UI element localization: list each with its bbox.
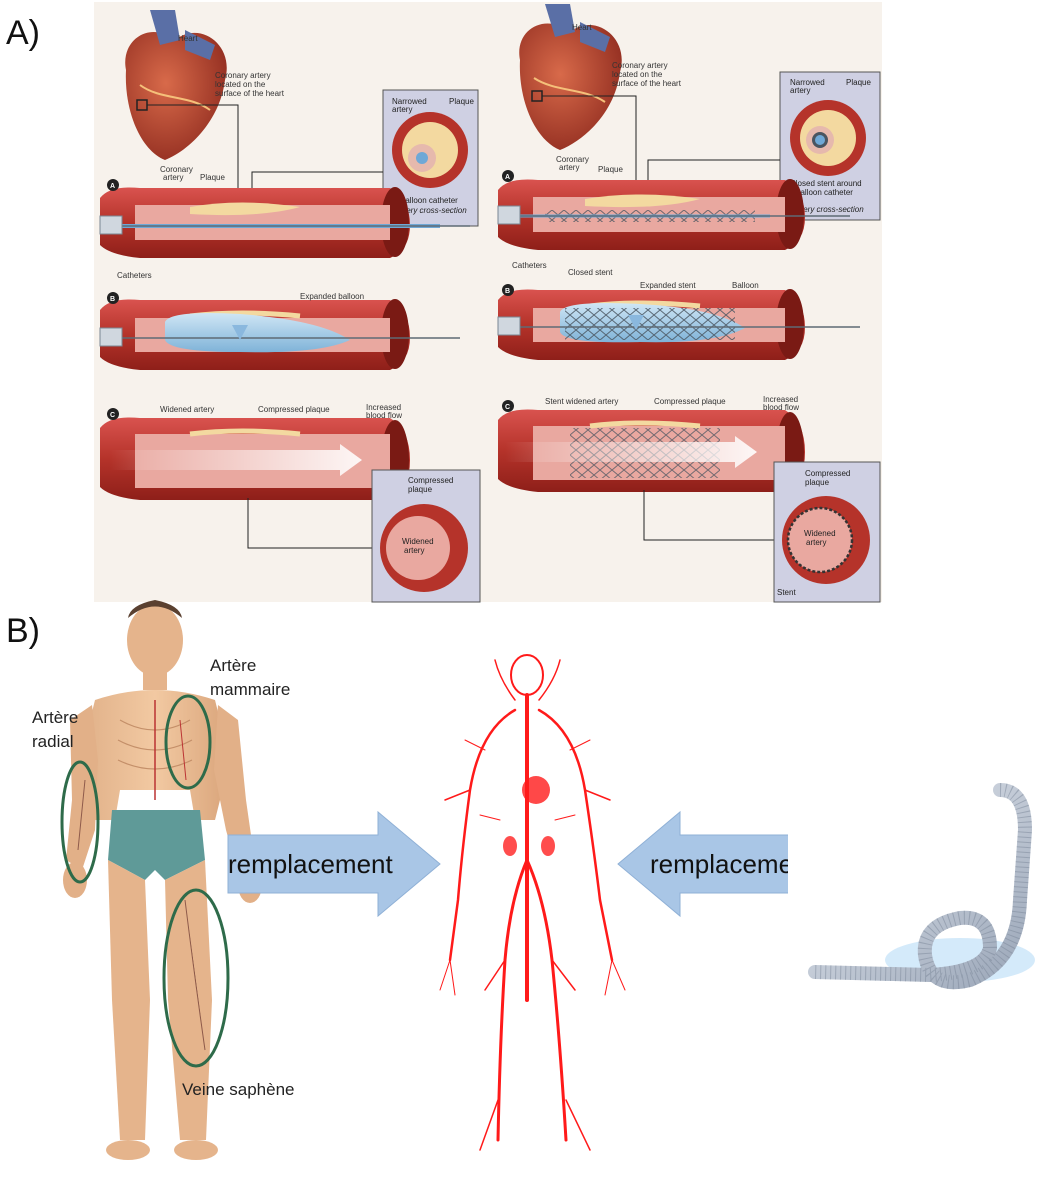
right-expanded-stent-label: Expanded stent (640, 281, 696, 290)
left-step-a-letter: A (110, 183, 115, 190)
circulatory-heart (522, 776, 550, 804)
artere-radial-label: Artère radial (32, 706, 94, 754)
right-bottom-stent: Stent (777, 588, 796, 597)
left-plaque-label: Plaque (200, 173, 225, 182)
left-kidney (503, 836, 517, 856)
left-catheters-label: Catheters (117, 271, 152, 280)
right-artery-a (498, 179, 850, 250)
left-heart-label: Heart (178, 34, 198, 43)
left-step-b-letter: B (110, 296, 115, 303)
left-inset-catheter: Balloon catheter (400, 196, 458, 205)
artere-mammaire-label: Artère mammaire (210, 654, 320, 702)
left-step-c-letter: C (110, 412, 115, 419)
right-closed-stent-label: Closed stent (568, 268, 613, 277)
left-widened-label: Widened artery (160, 405, 214, 414)
right-balloon-label: Balloon (732, 281, 759, 290)
veine-saphene-label: Veine saphène (182, 1078, 342, 1102)
left-compressed-label: Compressed plaque (258, 405, 330, 414)
right-step-a-letter: A (505, 174, 510, 181)
right-step-c-letter: C (505, 404, 510, 411)
right-inset-plaque: Plaque (846, 78, 871, 87)
arrow-left-label: remplacement (228, 849, 394, 879)
right-kidney (541, 836, 555, 856)
right-stent-widened-label: Stent widened artery (545, 397, 618, 406)
left-inset-plaque: Plaque (449, 97, 474, 106)
right-heart-label: Heart (572, 23, 592, 32)
vascular-graft (788, 762, 1043, 1012)
right-artery-c (498, 409, 805, 492)
right-compressed-label: Compressed plaque (654, 397, 726, 406)
right-plaque-label: Plaque (598, 165, 623, 174)
left-expanded-balloon-label: Expanded balloon (300, 292, 364, 301)
right-step-b-letter: B (505, 288, 510, 295)
left-artery-c (100, 417, 410, 500)
circulatory-system (440, 655, 625, 1150)
right-catheters-label: Catheters (512, 261, 547, 270)
